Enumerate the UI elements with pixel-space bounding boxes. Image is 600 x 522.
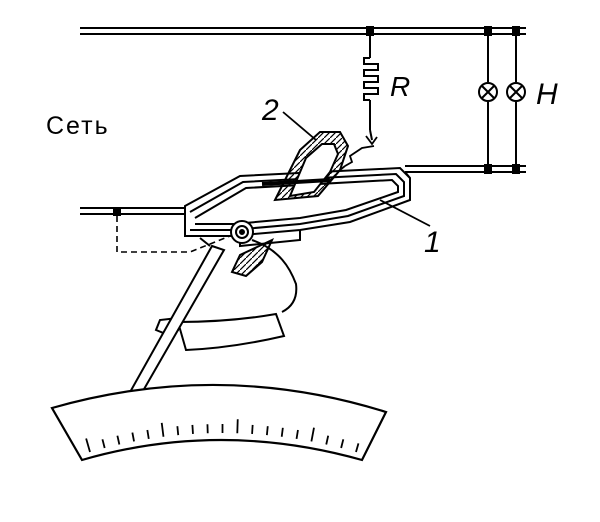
scale-tick [176, 426, 180, 436]
pivot-axis [230, 220, 298, 313]
scale-tick [101, 439, 106, 449]
junction-dots [113, 26, 520, 216]
scale-tick [146, 429, 150, 440]
label-network: Сеть [46, 112, 110, 140]
scale-tick [295, 429, 299, 440]
main-scale [50, 383, 388, 462]
scale-tick [280, 427, 284, 437]
label-load: Н [536, 78, 558, 111]
leader-2 [282, 111, 317, 141]
scale-tick [131, 432, 135, 442]
resistor-r [363, 36, 379, 146]
dashed-lead [116, 216, 231, 253]
scale-ticks [85, 419, 360, 453]
bottom-supply-line-left [80, 207, 185, 215]
scale-tick [340, 439, 345, 449]
scale-tick [116, 435, 121, 445]
label-moving-coil: 2 [261, 94, 279, 127]
scale-tick [251, 424, 254, 434]
scale-tick [310, 427, 315, 442]
label-resistor: R [390, 71, 410, 102]
bottom-supply-line-right [405, 165, 526, 173]
scale-tick [191, 424, 194, 434]
scale-tick [85, 438, 91, 453]
load-lamps [478, 34, 526, 166]
scale-tick [160, 422, 165, 437]
moving-coil-2 [230, 131, 350, 278]
scale-tick [265, 426, 269, 436]
top-supply-line [80, 27, 526, 35]
scale-tick [325, 435, 330, 445]
label-fixed-coil: 1 [424, 226, 441, 259]
scale-tick [355, 443, 360, 453]
